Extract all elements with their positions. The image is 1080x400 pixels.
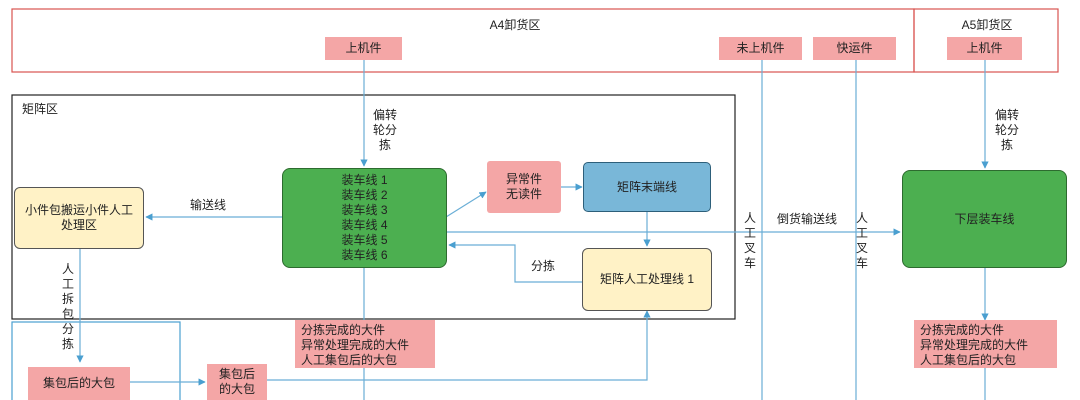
reverse-conveyor-label: 倒货输送线 xyxy=(777,212,838,226)
a5-zone-title: A5卸货区 xyxy=(961,18,1013,32)
conveyor-label: 输送线 xyxy=(190,198,227,212)
sorting-label: 分拣 xyxy=(531,259,556,273)
loading-lines-block: 装车线 1 装车线 2 装车线 3 装车线 4 装车线 5 装车线 6 xyxy=(282,168,447,268)
matrix-zone-frame xyxy=(11,94,736,320)
loading-line-6: 装车线 6 xyxy=(341,248,388,262)
loading-line-3: 装车线 3 xyxy=(341,203,388,217)
loading-line-2: 装车线 2 xyxy=(341,188,388,202)
express-tag: 快运件 xyxy=(813,37,896,60)
manual-unpack-label: 人工拆包分拣 xyxy=(61,262,74,351)
a4-onboard-tag: 上机件 xyxy=(325,37,402,60)
forklift-label-2: 人工叉车 xyxy=(855,211,868,270)
matrix-manual-line: 矩阵人工处理线 1 xyxy=(582,248,712,311)
forklift-label-1: 人工叉车 xyxy=(743,211,756,270)
not-onboard-tag: 未上机件 xyxy=(719,37,802,60)
left-note: 分拣完成的大件 异常处理完成的大件 人工集包后的大包 xyxy=(295,320,435,368)
matrix-end-line: 矩阵末端线 xyxy=(583,162,711,212)
bagged-big-package-2: 集包后的大包 xyxy=(207,364,267,400)
matrix-zone-title: 矩阵区 xyxy=(22,102,59,116)
loading-line-5: 装车线 5 xyxy=(341,233,388,247)
right-note: 分拣完成的大件 异常处理完成的大件 人工集包后的大包 xyxy=(914,320,1057,368)
loading-line-4: 装车线 4 xyxy=(341,218,388,232)
bagged-big-package: 集包后的大包 xyxy=(28,367,130,400)
small-parcel-area: 小件包搬运小件人工处理区 xyxy=(14,187,144,249)
manual-zone-frame xyxy=(11,321,181,400)
lower-loading-line: 下层装车线 xyxy=(902,170,1067,268)
a5-unloading-zone-frame xyxy=(913,8,1059,73)
deflect-label-left: 偏转轮分拣 xyxy=(372,108,397,152)
deflect-label-right: 偏转轮分拣 xyxy=(994,108,1019,152)
exception-node: 异常件无读件 xyxy=(487,161,561,213)
a5-onboard-tag: 上机件 xyxy=(947,37,1022,60)
loading-line-1: 装车线 1 xyxy=(341,173,388,187)
a4-zone-title: A4卸货区 xyxy=(489,18,541,32)
